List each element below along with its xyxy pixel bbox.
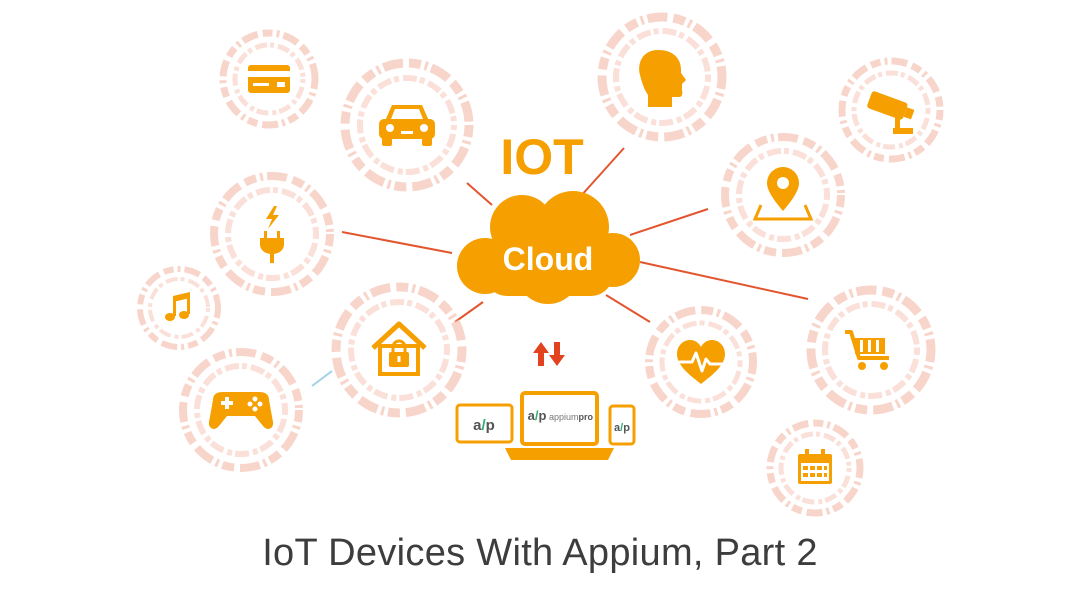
ring-game bbox=[179, 348, 303, 472]
location-pin-icon bbox=[752, 167, 814, 221]
ring-health bbox=[645, 306, 757, 418]
ring-location bbox=[721, 133, 845, 257]
music-note-icon bbox=[165, 292, 190, 321]
connector-line bbox=[454, 301, 484, 323]
cctv-camera-icon bbox=[867, 91, 915, 134]
tablet-logo: a/p bbox=[473, 417, 495, 434]
ring-cctv bbox=[838, 57, 944, 163]
brand-text: appiumpro bbox=[549, 412, 594, 422]
connector-line bbox=[579, 147, 625, 198]
connector-lines bbox=[311, 147, 809, 387]
connector-line bbox=[341, 231, 453, 254]
heart-pulse-icon bbox=[677, 340, 725, 384]
power-plug-icon bbox=[260, 206, 284, 263]
phone-device: a/p bbox=[608, 404, 636, 446]
ring-home bbox=[331, 282, 467, 418]
person-head-icon bbox=[639, 50, 686, 107]
iot-heading: IOT bbox=[500, 129, 583, 185]
ring-credit-card bbox=[219, 29, 319, 129]
credit-card-icon bbox=[248, 65, 290, 93]
cloud-shape bbox=[457, 191, 640, 304]
devices-group: a/p a/p appiumpro a/p bbox=[455, 391, 636, 460]
sync-arrows-icon bbox=[533, 342, 565, 366]
shopping-cart-icon bbox=[845, 330, 889, 370]
connector-line bbox=[639, 261, 809, 300]
connector-line bbox=[466, 182, 493, 206]
home-lock-icon bbox=[371, 321, 427, 376]
laptop-logo: a/p bbox=[528, 408, 547, 423]
connector-line bbox=[311, 370, 333, 387]
ring-cart bbox=[806, 285, 936, 415]
gamepad-icon bbox=[208, 392, 274, 429]
phone-logo: a/p bbox=[614, 422, 630, 434]
calendar-icon bbox=[798, 449, 832, 484]
caption-title: IoT Devices With Appium, Part 2 bbox=[262, 532, 818, 574]
cloud-label: Cloud bbox=[503, 241, 594, 277]
ring-car bbox=[340, 58, 474, 192]
ring-power bbox=[210, 172, 334, 296]
node-rings bbox=[137, 12, 944, 517]
car-icon bbox=[379, 105, 435, 146]
tablet-device: a/p bbox=[455, 403, 514, 444]
connector-line bbox=[629, 208, 709, 236]
ring-music bbox=[137, 266, 221, 350]
ring-person bbox=[597, 12, 727, 142]
connector-line bbox=[605, 294, 651, 323]
laptop-device: a/p appiumpro bbox=[505, 391, 614, 460]
ring-calendar bbox=[766, 419, 864, 517]
